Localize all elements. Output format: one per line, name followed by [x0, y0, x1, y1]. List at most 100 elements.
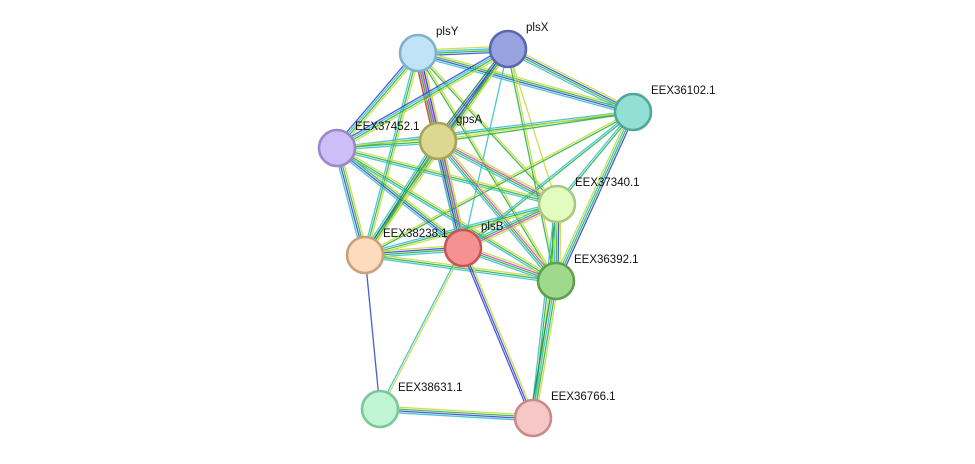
edge-eex37340-1-eex36766-1	[530, 203, 560, 419]
edge-line	[436, 142, 556, 208]
node-eex38238-circle[interactable]	[345, 235, 385, 275]
edge-line	[364, 201, 557, 254]
edge-line	[439, 138, 559, 280]
edge-line	[378, 247, 463, 409]
edge-line	[379, 409, 533, 420]
edge-line	[508, 47, 634, 112]
edge-line	[438, 139, 558, 281]
edge-line	[436, 141, 556, 283]
edge-plsx-eex37452-1	[335, 45, 510, 152]
edge-line	[364, 254, 557, 282]
edge-line	[438, 139, 558, 204]
edge-line	[364, 52, 419, 256]
node-eex38631[interactable]: EEX38631.1	[360, 382, 463, 429]
edge-line	[438, 112, 634, 143]
edge-line	[379, 411, 533, 422]
edge-line	[534, 204, 560, 419]
node-eex37452[interactable]: EEX37452.1	[317, 121, 420, 168]
edge-line	[439, 137, 559, 203]
edge-line	[337, 145, 558, 280]
node-eex38238[interactable]: EEX38238.1	[345, 228, 448, 275]
edge-line	[531, 280, 556, 418]
edge-line	[364, 254, 381, 410]
edge-line	[418, 49, 634, 110]
edge-line	[362, 52, 417, 255]
edge-line	[462, 110, 633, 248]
node-eex36766-label: EEX36766.1	[551, 391, 616, 403]
node-plsy-label: plsY	[436, 26, 459, 38]
edge-line	[418, 51, 559, 204]
edge-line	[417, 55, 633, 116]
node-eex36392[interactable]: EEX36392.1	[536, 254, 639, 301]
node-eex37340-circle[interactable]	[537, 184, 577, 224]
node-eex36392-circle[interactable]	[536, 261, 576, 301]
edge-line	[365, 112, 634, 257]
edge-line	[366, 142, 441, 257]
edge-line	[418, 51, 634, 112]
edge-line	[336, 47, 508, 148]
edge-plsy-eex37452-1	[334, 50, 421, 151]
edge-plsb-eex38631-1	[378, 247, 465, 410]
edge-line	[363, 140, 438, 255]
node-eex36392-label: EEX36392.1	[574, 254, 639, 266]
edge-line	[506, 50, 633, 116]
edge-line	[557, 112, 637, 283]
node-eex37452-circle[interactable]	[317, 128, 357, 168]
edge-eex36392-1-eex36766-1	[529, 280, 560, 419]
node-eex36766-circle[interactable]	[513, 398, 553, 438]
edge-line	[556, 112, 635, 282]
edge-line	[555, 110, 633, 204]
edge-line	[338, 54, 421, 151]
edge-line	[464, 247, 536, 418]
edge-line	[532, 203, 558, 419]
edge-line	[380, 407, 534, 418]
node-eex37452-label: EEX37452.1	[355, 121, 420, 133]
node-gpsa-circle[interactable]	[418, 121, 458, 161]
edge-line	[338, 50, 510, 152]
edge-line	[335, 45, 507, 147]
edge-line	[535, 281, 560, 419]
node-eex37340[interactable]: EEX37340.1	[537, 177, 640, 224]
edge-line	[336, 147, 557, 282]
node-eex38631-circle[interactable]	[360, 389, 400, 429]
edge-line	[552, 110, 632, 281]
edge-plsy-eex36102-1	[417, 49, 634, 116]
edge-line	[507, 49, 633, 114]
edge-eex36102-1-eex37340-1	[555, 110, 635, 206]
node-eex36766[interactable]: EEX36766.1	[513, 391, 616, 438]
edge-line	[462, 247, 534, 419]
edge-line	[380, 405, 534, 416]
node-gpsa-label: gpsA	[456, 114, 483, 126]
edge-line	[337, 53, 420, 150]
node-eex36102[interactable]: EEX36102.1	[613, 85, 716, 132]
edge-line	[337, 49, 509, 150]
node-plsb-circle[interactable]	[443, 228, 483, 268]
edge-line	[366, 53, 421, 256]
node-plsb[interactable]: plsB	[443, 221, 504, 268]
edge-eex38238-1-eex38631-1	[364, 254, 381, 410]
edge-eex36102-1-eex38238-1	[364, 110, 634, 257]
edge-line	[435, 46, 507, 140]
node-plsy-circle[interactable]	[398, 33, 438, 73]
node-plsy[interactable]: plsY	[398, 26, 459, 73]
edge-eex38631-1-eex36766-1	[379, 405, 534, 422]
edge-line	[530, 203, 556, 418]
edge-line	[435, 142, 555, 284]
edge-line	[334, 50, 417, 147]
node-plsx[interactable]: plsX	[488, 22, 549, 69]
edge-line	[508, 45, 635, 111]
edge-line	[336, 110, 633, 148]
edge-line	[365, 141, 440, 256]
edge-line	[364, 110, 633, 255]
node-eex36102-circle[interactable]	[613, 92, 653, 132]
node-plsx-circle[interactable]	[488, 29, 528, 69]
edge-line	[460, 248, 532, 419]
node-plsx-label: plsX	[526, 22, 549, 34]
edge-plsy-eex38238-1	[362, 52, 421, 256]
edge-line	[335, 51, 418, 148]
edge-line	[533, 281, 558, 419]
edge-line	[335, 149, 556, 284]
node-eex36102-label: EEX36102.1	[651, 85, 716, 97]
edge-line	[529, 280, 554, 418]
node-gpsa[interactable]: gpsA	[418, 114, 483, 161]
